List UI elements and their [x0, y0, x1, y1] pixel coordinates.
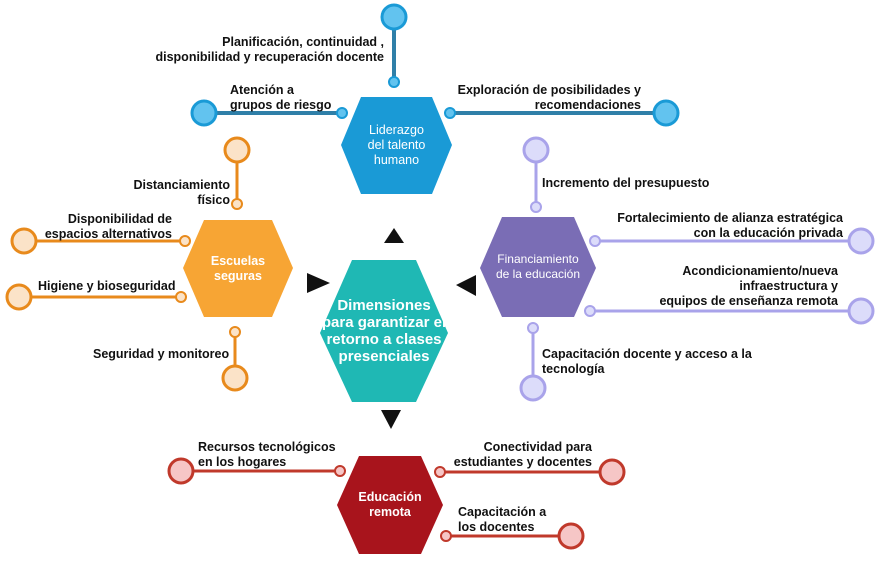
connector-end-circle [10, 227, 38, 255]
arrow-down [381, 410, 401, 429]
item-line: disponibilidad y recuperación docente [155, 50, 384, 64]
item-line: en los hogares [198, 455, 287, 469]
connector-node-circle [229, 326, 241, 338]
connector-end-circle [190, 99, 218, 127]
hex-escuelas [183, 220, 293, 317]
connector-node-circle [334, 465, 346, 477]
remota-item-capacitacion: Capacitación a los docentes [458, 505, 546, 535]
item-line: Recursos tecnológicos [198, 440, 336, 454]
center-title: Dimensiones para garantizar el retorno a… [320, 260, 448, 402]
escuelas-title-line: Escuelas [210, 253, 266, 268]
connector-end-circle [522, 136, 550, 164]
connector-end-circle [5, 283, 33, 311]
connector-node-circle [584, 305, 596, 317]
remota-title: Educación remota [337, 456, 443, 554]
connector-node-circle [440, 530, 452, 542]
connector-node-circle [179, 235, 191, 247]
financiamiento-title-line: Financiamiento [497, 252, 579, 266]
liderazgo-item-planificacion: Planificación, continuidad , disponibili… [155, 35, 384, 65]
liderazgo-title-line: Liderazgo [369, 123, 424, 137]
connector-node-circle [589, 235, 601, 247]
escuelas-title-line: seguras [214, 268, 262, 283]
arrow-right [307, 273, 330, 293]
item-line: Capacitación docente y acceso a la [542, 347, 752, 361]
connector-end-circle [652, 99, 680, 127]
arrow-left [456, 275, 476, 296]
remota-title-line: remota [369, 505, 411, 519]
item-line: Distanciamiento [133, 178, 230, 192]
hex-financiamiento [480, 217, 596, 317]
item-line: Capacitación a [458, 505, 547, 519]
financiamiento-item-presupuesto: Incremento del presupuesto [542, 176, 709, 191]
connectors [5, 3, 875, 550]
connector-end-circle [598, 458, 626, 486]
hex-center [320, 260, 448, 402]
financiamiento-item-infraestructura: Acondicionamiento/nueva infraestructura … [659, 264, 838, 309]
connector-end-circle [519, 374, 547, 402]
connector-node-circle [434, 466, 446, 478]
item-line: físico [197, 193, 230, 207]
arrows [307, 228, 476, 429]
escuelas-item-distanciamiento: Distanciamiento físico [133, 178, 230, 208]
financiamiento-item-alianza: Fortalecimiento de alianza estratégica c… [617, 211, 843, 241]
item-line: tecnología [542, 362, 605, 376]
escuelas-item-disponibilidad: Disponibilidad de espacios alternativos [45, 212, 172, 242]
escuelas-item-seguridad: Seguridad y monitoreo [93, 347, 229, 362]
item-line: espacios alternativos [44, 227, 172, 241]
liderazgo-item-exploracion: Exploración de posibilidades y recomenda… [458, 83, 641, 113]
item-line: infraestructura y [739, 279, 838, 293]
center-line: retorno a clases [326, 331, 442, 348]
center-line: Dimensiones [337, 297, 431, 314]
connector-end-circle [223, 136, 251, 164]
center-line: para garantizar el [321, 314, 447, 331]
connector-end-circle [557, 522, 585, 550]
connector-node-circle [388, 76, 400, 88]
connector-node-circle [527, 322, 539, 334]
connector-node-circle [231, 198, 243, 210]
item-line: estudiantes y docentes [453, 455, 592, 469]
hex-remota [337, 456, 443, 554]
financiamiento-title: Financiamiento de la educación [480, 217, 596, 317]
liderazgo-title-line: del talento [367, 138, 426, 152]
connector-node-circle [444, 107, 456, 119]
item-line: Conectividad para [483, 440, 592, 454]
connector-end-circle [847, 297, 875, 325]
escuelas-item-higiene: Higiene y bioseguridad [38, 279, 176, 294]
connector-end-circle [380, 3, 408, 31]
item-line: con la educación privada [693, 226, 843, 240]
item-line: los docentes [458, 520, 535, 534]
liderazgo-title: Liderazgo del talento humano [341, 97, 452, 194]
liderazgo-title-line: humano [373, 153, 420, 167]
item-line: equipos de enseñanza remota [659, 294, 838, 308]
connector-end-circle [221, 364, 249, 392]
remota-item-conectividad: Conectividad para estudiantes y docentes [454, 440, 592, 470]
connector-end-circle [167, 457, 195, 485]
item-line: Incremento del presupuesto [542, 176, 710, 190]
hex-liderazgo [341, 97, 452, 194]
item-line: Higiene y bioseguridad [38, 279, 176, 293]
remota-item-recursos: Recursos tecnológicos en los hogares [198, 440, 336, 470]
arrow-up [384, 228, 404, 243]
item-line: recomendaciones [534, 98, 641, 112]
financiamiento-item-capacitacion: Capacitación docente y acceso a la tecno… [542, 347, 752, 377]
item-line: Acondicionamiento/nueva [682, 264, 838, 278]
remota-title-line: Educación [358, 490, 422, 504]
connector-node-circle [336, 107, 348, 119]
connector-end-circle [847, 227, 875, 255]
item-line: Planificación, continuidad , [222, 35, 384, 49]
item-line: grupos de riesgo [230, 98, 332, 112]
connector-node-circle [530, 201, 542, 213]
financiamiento-title-line: de la educación [495, 267, 581, 281]
liderazgo-item-atencion: Atención a grupos de riesgo [230, 83, 331, 113]
center-line: presenciales [338, 348, 430, 365]
item-line: Disponibilidad de [67, 212, 172, 226]
item-line: Fortalecimiento de alianza estratégica [617, 211, 843, 225]
connector-node-circle [175, 291, 187, 303]
item-line: Seguridad y monitoreo [93, 347, 230, 361]
item-line: Atención a [230, 83, 294, 97]
hexagons [183, 97, 596, 554]
item-line: Exploración de posibilidades y [457, 83, 641, 97]
escuelas-title: Escuelas seguras [183, 220, 293, 317]
